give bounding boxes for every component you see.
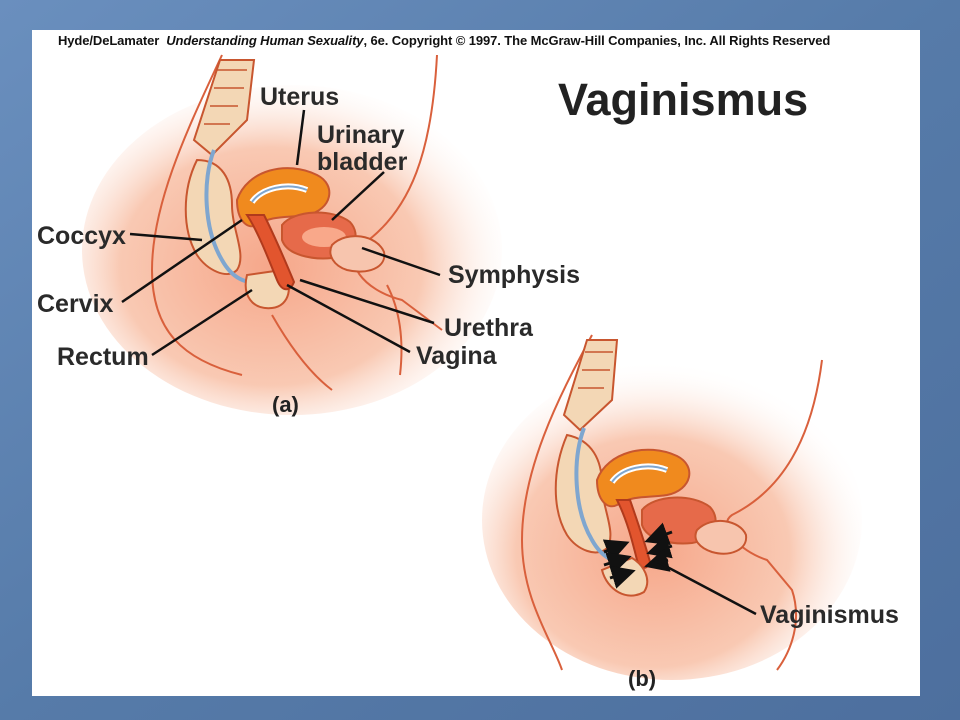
label-cervix: Cervix [37,290,114,318]
label-symphysis: Symphysis [448,261,581,289]
anatomy-illustration [82,54,862,680]
label-urinary: Urinary [317,121,405,149]
uterus-a [235,167,331,228]
spine-a [192,59,256,157]
label-bladder: bladder [317,148,408,176]
label-urethra: Urethra [444,314,533,342]
leader-lines-b [653,558,757,616]
diagram-b [482,334,862,680]
leader-lines-a [121,109,441,357]
label-rectum: Rectum [57,343,149,371]
figure-panel: Hyde/DeLamater Understanding Human Sexua… [32,30,920,696]
spine-b [562,339,619,432]
copyright-credit: Hyde/DeLamater Understanding Human Sexua… [58,33,831,48]
label-uterus: Uterus [260,83,340,111]
caption-b: (b) [628,666,657,691]
figure-title: Vaginismus [558,74,809,125]
diagram-a [82,54,502,415]
label-vaginismus: Vaginismus [760,601,899,629]
caption-a: (a) [272,392,299,417]
label-coccyx: Coccyx [37,222,126,250]
label-vagina: Vagina [416,342,497,370]
